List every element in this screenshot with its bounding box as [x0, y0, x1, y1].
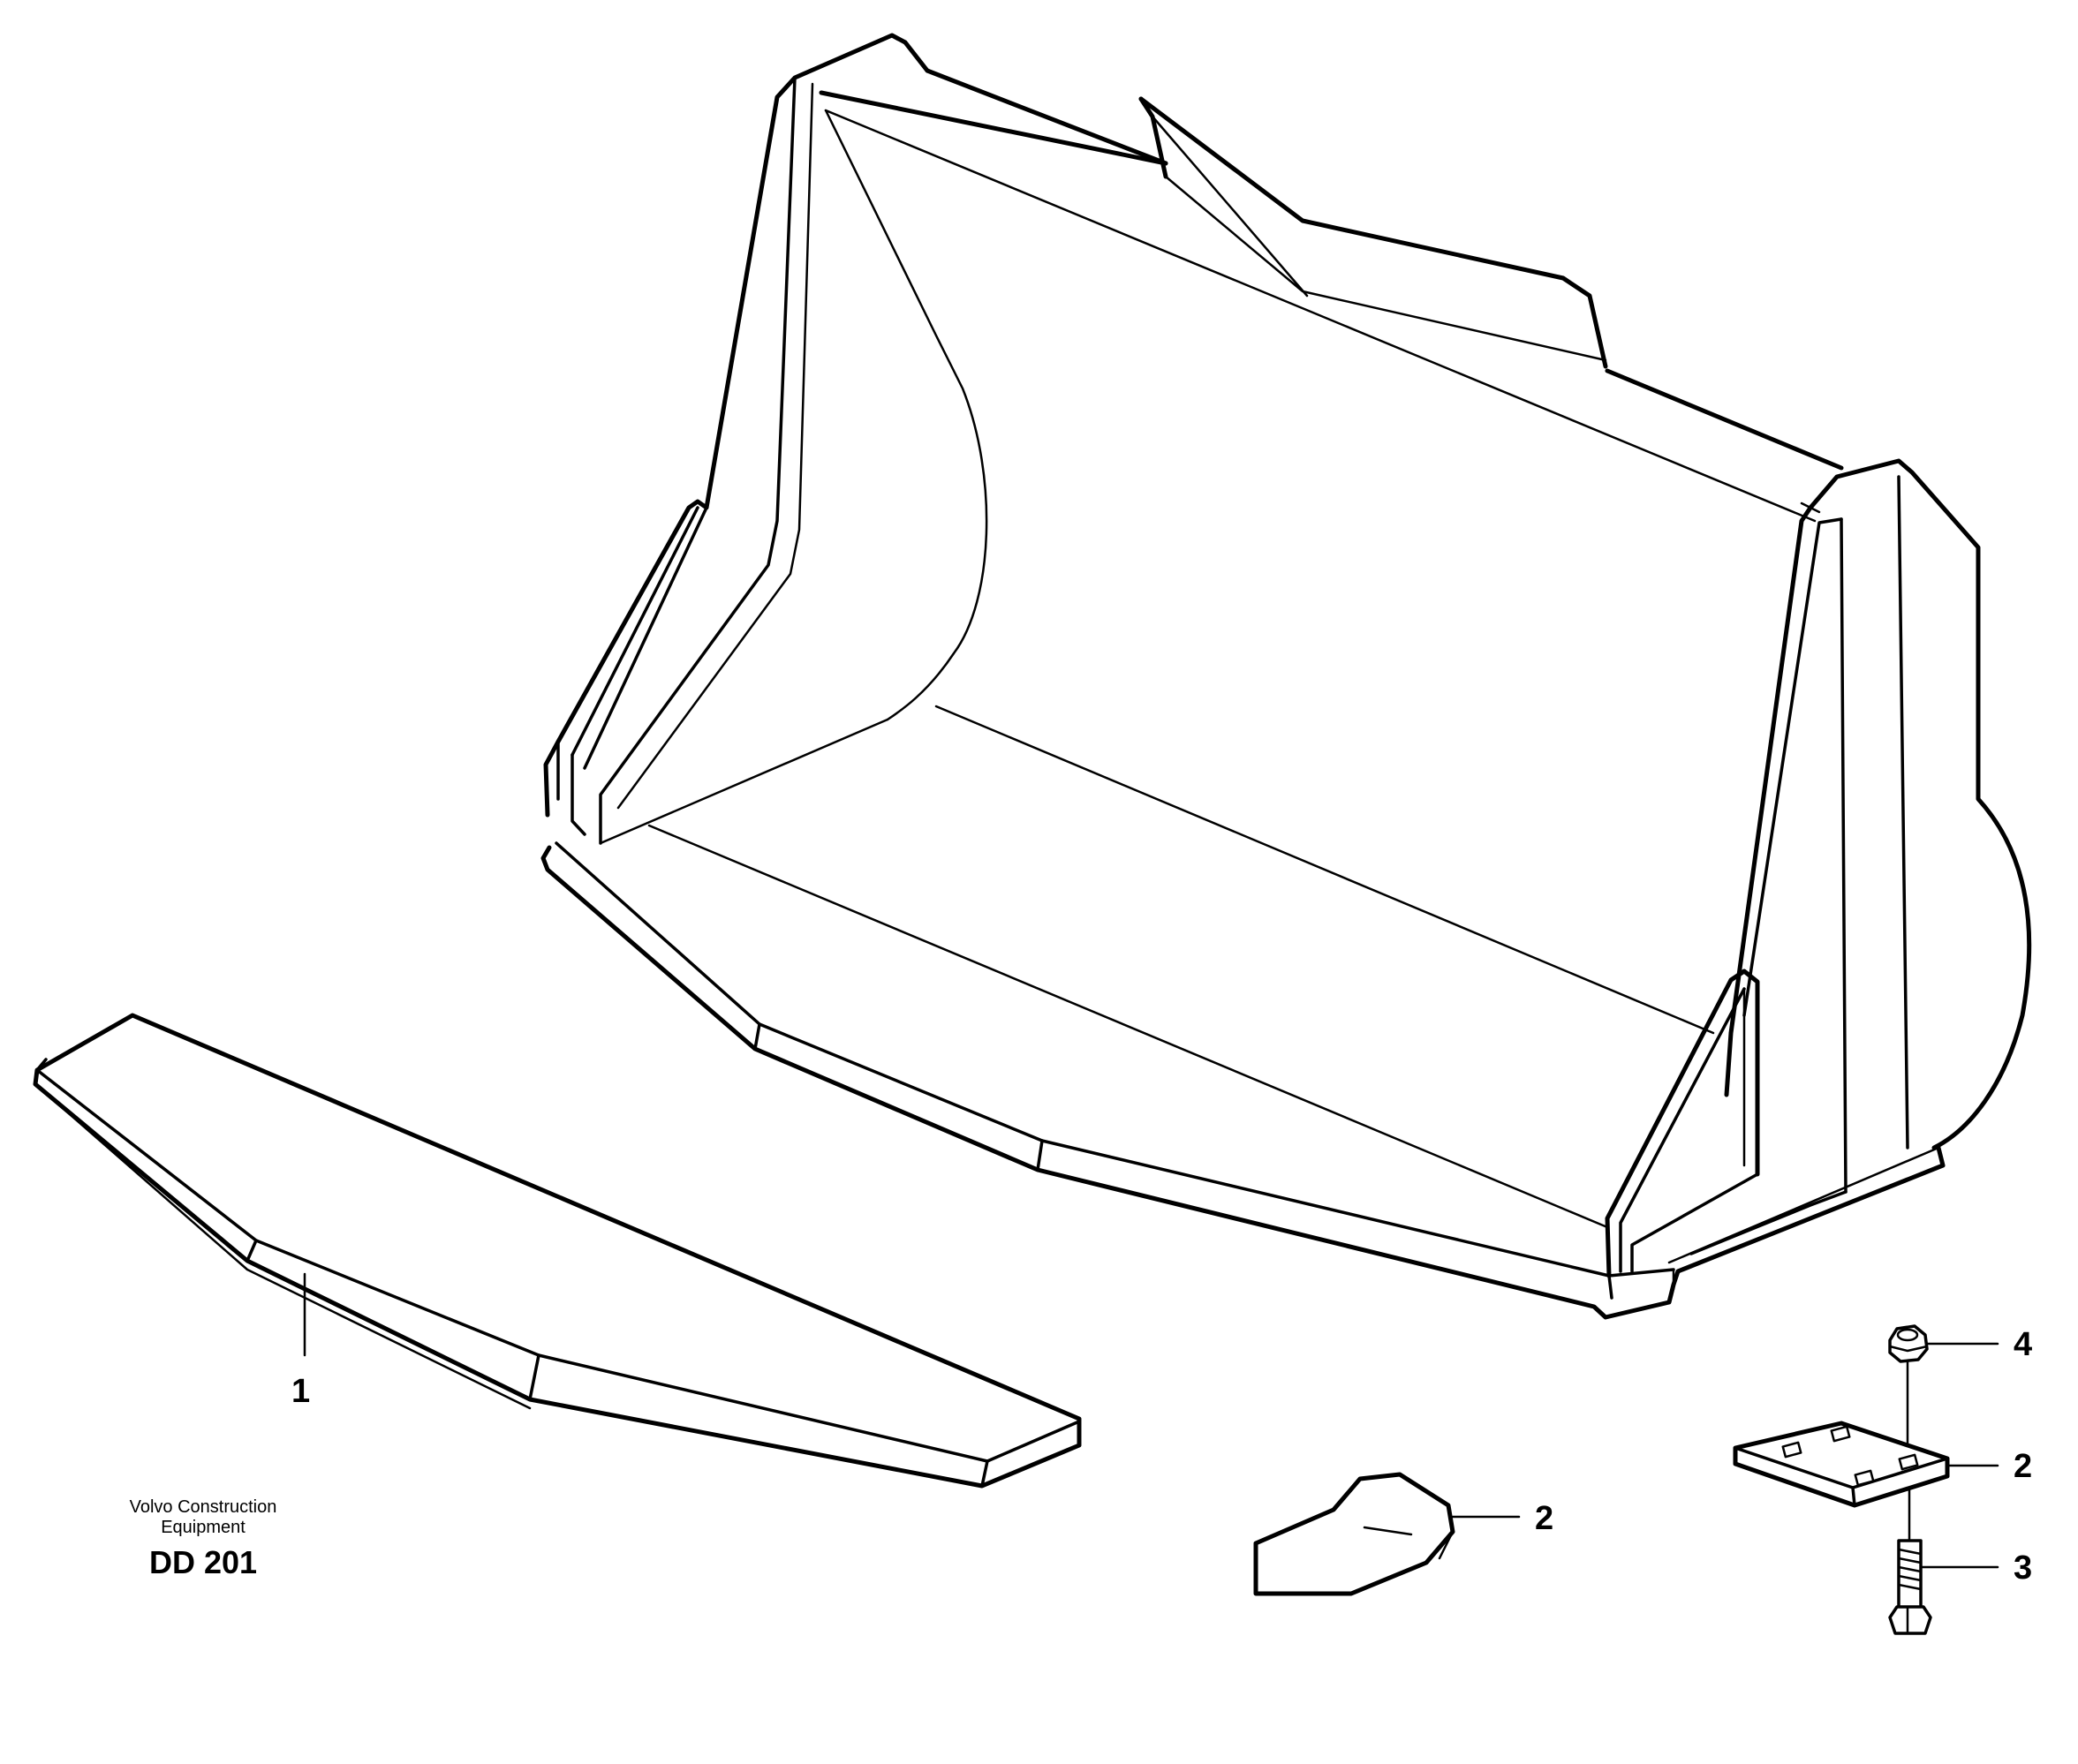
callout-3: 3	[1920, 1549, 2032, 1587]
callout-4: 4	[1925, 1326, 2032, 1363]
credit-line-1: Volvo Construction	[130, 1497, 277, 1517]
credit-block: Volvo Construction Equipment DD 201	[130, 1497, 277, 1580]
segment-part	[1253, 1472, 1455, 1596]
bucket	[540, 33, 2032, 1320]
drawing-code: DD 201	[149, 1544, 257, 1580]
callout-2a-label: 2	[1535, 1500, 1553, 1537]
clamp-plate-part	[1733, 1421, 1950, 1508]
credit-line-2: Equipment	[161, 1518, 246, 1537]
cutting-edge-part	[33, 1013, 1082, 1489]
callout-1-label: 1	[291, 1373, 310, 1410]
callout-3-label: 3	[2014, 1549, 2032, 1587]
callout-2b-label: 2	[2014, 1448, 2032, 1485]
callout-2b: 2	[1946, 1448, 2032, 1485]
callout-2a: 2	[1451, 1500, 1553, 1537]
nut-part	[1888, 1324, 1929, 1450]
callout-1: 1	[291, 1272, 310, 1410]
bolt-part	[1888, 1489, 1932, 1635]
callout-4-label: 4	[2014, 1326, 2032, 1363]
